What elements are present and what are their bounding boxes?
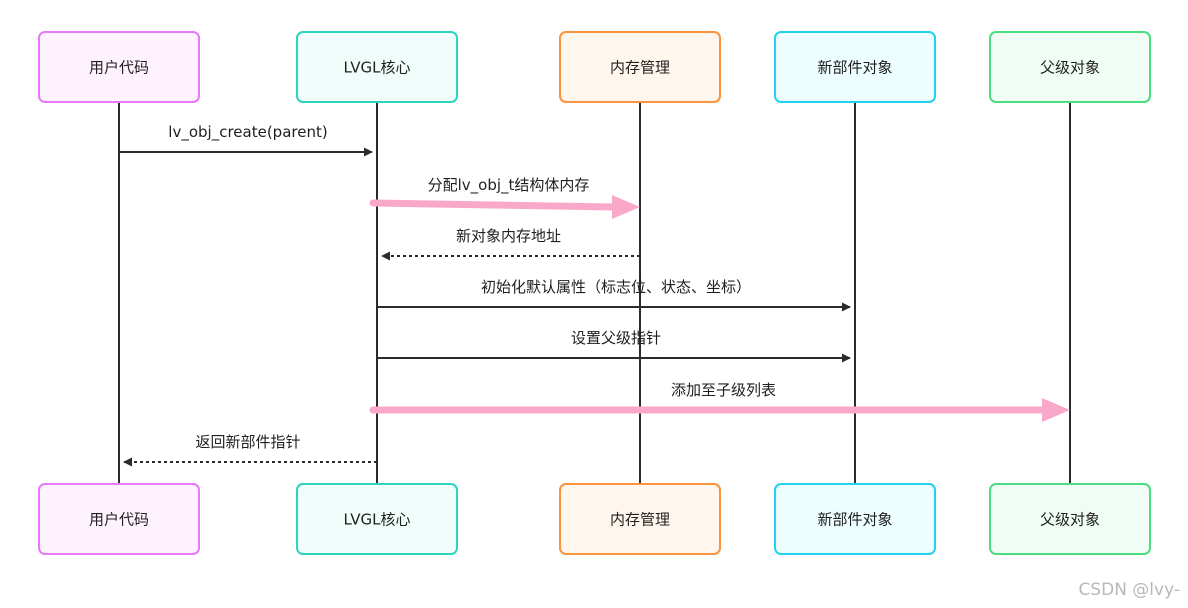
message-label: 返回新部件指针 [195, 433, 300, 451]
actor-label: 父级对象 [1040, 511, 1100, 529]
actor-user-bottom: 用户代码 [38, 483, 200, 555]
actor-parent-bottom: 父级对象 [989, 483, 1151, 555]
message-5: 设置父级指针 [377, 329, 851, 363]
actor-core-bottom: LVGL核心 [296, 483, 458, 555]
actor-label: 内存管理 [610, 59, 670, 77]
actor-box [559, 31, 721, 103]
actor-core-top: LVGL核心 [296, 31, 458, 103]
actor-label: 用户代码 [89, 59, 149, 77]
message-label: 分配lv_obj_t结构体内存 [428, 176, 590, 195]
message-4: 初始化默认属性（标志位、状态、坐标） [377, 278, 851, 312]
actor-mem-top: 内存管理 [559, 31, 721, 103]
actor-box [774, 31, 936, 103]
message-1: lv_obj_create(parent) [119, 123, 373, 157]
actor-label: 新部件对象 [817, 59, 892, 77]
actor-box [38, 483, 200, 555]
actor-widget-bottom: 新部件对象 [774, 483, 936, 555]
message-2: 分配lv_obj_t结构体内存 [369, 176, 640, 219]
message-arrow-head [1042, 398, 1070, 422]
actor-box [559, 483, 721, 555]
message-label: 添加至子级列表 [671, 381, 776, 399]
actor-box [989, 31, 1151, 103]
actor-label: 父级对象 [1040, 59, 1100, 77]
message-label: 新对象内存地址 [456, 227, 561, 245]
message-label: lv_obj_create(parent) [168, 123, 327, 142]
message-label: 设置父级指针 [571, 329, 661, 347]
actor-user-top: 用户代码 [38, 31, 200, 103]
actor-box [296, 31, 458, 103]
message-3: 新对象内存地址 [381, 227, 640, 261]
actor-mem-bottom: 内存管理 [559, 483, 721, 555]
message-arrow-line [369, 199, 616, 211]
watermark: CSDN @lvy- [1078, 580, 1180, 600]
actor-label: LVGL核心 [344, 511, 411, 529]
actor-widget-top: 新部件对象 [774, 31, 936, 103]
actor-label: 用户代码 [89, 511, 149, 529]
actor-box [774, 483, 936, 555]
actor-box [38, 31, 200, 103]
actor-label: 新部件对象 [817, 511, 892, 529]
actor-label: LVGL核心 [344, 59, 411, 77]
actor-parent-top: 父级对象 [989, 31, 1151, 103]
actor-label: 内存管理 [610, 511, 670, 529]
message-7: 返回新部件指针 [123, 433, 377, 467]
actor-box [296, 483, 458, 555]
message-6: 添加至子级列表 [369, 381, 1070, 422]
actor-box [989, 483, 1151, 555]
message-arrow-head [612, 195, 640, 219]
message-label: 初始化默认属性（标志位、状态、坐标） [481, 278, 751, 296]
